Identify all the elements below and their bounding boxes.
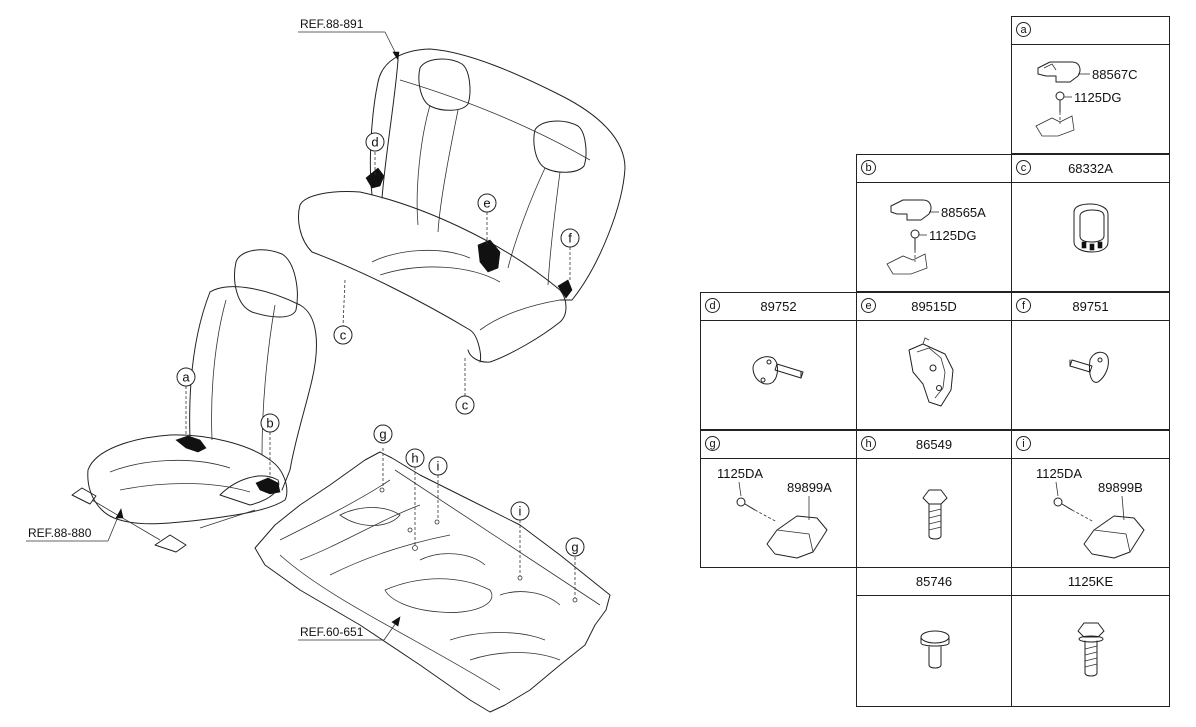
bolt-icon (1077, 622, 1105, 677)
ref-label-88-880[interactable]: REF.88-880 (28, 526, 92, 540)
callout-g-label: g (571, 540, 578, 555)
ref-label-88-891[interactable]: REF.88-891 (300, 17, 364, 31)
callout-g-1[interactable]: g (373, 424, 393, 444)
part-number-89515D: 89515D (911, 299, 957, 314)
part-label-88567C: 88567C (1092, 67, 1138, 82)
cell-letter-e: e (861, 298, 876, 313)
anchor-bracket-icon (752, 356, 804, 385)
cell-letter-h: h (861, 436, 876, 451)
callout-e[interactable]: e (477, 193, 497, 213)
callout-i-label: i (519, 504, 522, 519)
clip-and-screw-icon: 88567C 1125DG (1035, 61, 1138, 137)
anchor-bracket-icon (1069, 351, 1109, 383)
cover-and-screw-icon: 1125DA 89899B (1036, 466, 1145, 559)
callout-a[interactable]: a (176, 367, 196, 387)
part-number-89751: 89751 (1072, 299, 1109, 314)
cell-letter-b: b (861, 160, 876, 175)
callout-i-2[interactable]: i (510, 501, 530, 521)
callout-f-label: f (568, 231, 572, 246)
cover-and-screw-icon: 1125DA 89899A (717, 466, 832, 559)
cell-letter-a: a (1016, 22, 1031, 37)
part-label-89899B: 89899B (1098, 480, 1143, 495)
grommet-icon (1073, 203, 1109, 253)
part-label-1125DA: 1125DA (717, 466, 763, 481)
callout-g-2[interactable]: g (565, 537, 585, 557)
callout-b[interactable]: b (260, 413, 280, 433)
part-cell-i[interactable]: i 1125DA 89899B (1011, 430, 1170, 568)
callout-c-label: c (462, 398, 469, 413)
part-label-89899A: 89899A (787, 480, 832, 495)
callout-f[interactable]: f (560, 228, 580, 248)
callout-h-label: h (411, 451, 418, 466)
part-cell-d[interactable]: d 89752 (700, 292, 857, 430)
part-number-89752: 89752 (760, 299, 797, 314)
part-label-88565A: 88565A (941, 205, 986, 220)
part-cell-e[interactable]: e 89515D (856, 292, 1012, 430)
ref-88-880[interactable]: REF.88-880 (26, 508, 124, 542)
ref-label-60-651[interactable]: REF.60-651 (300, 625, 364, 639)
part-number-86549: 86549 (915, 437, 953, 452)
callout-e-label: e (483, 196, 490, 211)
part-label-1125DG: 1125DG (1074, 90, 1121, 105)
part-cell-c[interactable]: c 68332A (1011, 154, 1170, 292)
callout-d[interactable]: d (365, 132, 385, 152)
bracket-icon (908, 337, 954, 407)
callout-c-label: c (340, 328, 347, 343)
part-cell-a[interactable]: a 88567C 1125DG (1011, 16, 1170, 154)
callout-a-label: a (182, 370, 190, 385)
rear-seat-illustration (298, 48, 626, 396)
floor-panel-illustration (254, 448, 611, 713)
part-cell-f[interactable]: f 89751 (1011, 292, 1170, 430)
callout-i-label: i (437, 459, 440, 474)
clip-and-screw-icon: 88565A 1125DG (886, 199, 986, 275)
part-cell-b[interactable]: b 88565A 1125DG (856, 154, 1012, 292)
part-label-1125DA: 1125DA (1036, 466, 1082, 481)
ref-88-891[interactable]: REF.88-891 (298, 17, 400, 61)
part-cell-g[interactable]: g 1125DA 89899A (700, 430, 857, 568)
part-number-1125KE: 1125KE (1067, 574, 1114, 589)
cell-letter-d: d (705, 298, 720, 313)
fastener-icon (920, 630, 950, 669)
ref-60-651[interactable]: REF.60-651 (298, 616, 401, 641)
part-cell-85746[interactable]: 85746 (856, 567, 1012, 707)
front-seat-illustration (71, 249, 317, 553)
callout-d-label: d (371, 135, 378, 150)
cell-letter-c: c (1016, 160, 1031, 175)
part-cell-h[interactable]: h 86549 (856, 430, 1012, 568)
part-number-85746: 85746 (915, 574, 953, 589)
callout-g-label: g (379, 427, 386, 442)
callout-h[interactable]: h (405, 448, 425, 468)
cell-letter-f: f (1016, 298, 1031, 313)
part-number-68332A: 68332A (1068, 161, 1113, 176)
seat-assembly-diagram: REF.88-891 REF.88-880 REF.60-651 d e f c… (26, 17, 626, 713)
part-cell-1125KE[interactable]: 1125KE (1011, 567, 1170, 707)
cell-letter-i: i (1016, 436, 1031, 451)
callout-c-1[interactable]: c (333, 325, 353, 345)
callout-i-1[interactable]: i (428, 456, 448, 476)
callout-c-2[interactable]: c (455, 395, 475, 415)
part-label-1125DG: 1125DG (929, 228, 976, 243)
cell-letter-g: g (705, 436, 720, 451)
bolt-icon (922, 489, 948, 540)
callout-b-label: b (266, 416, 273, 431)
